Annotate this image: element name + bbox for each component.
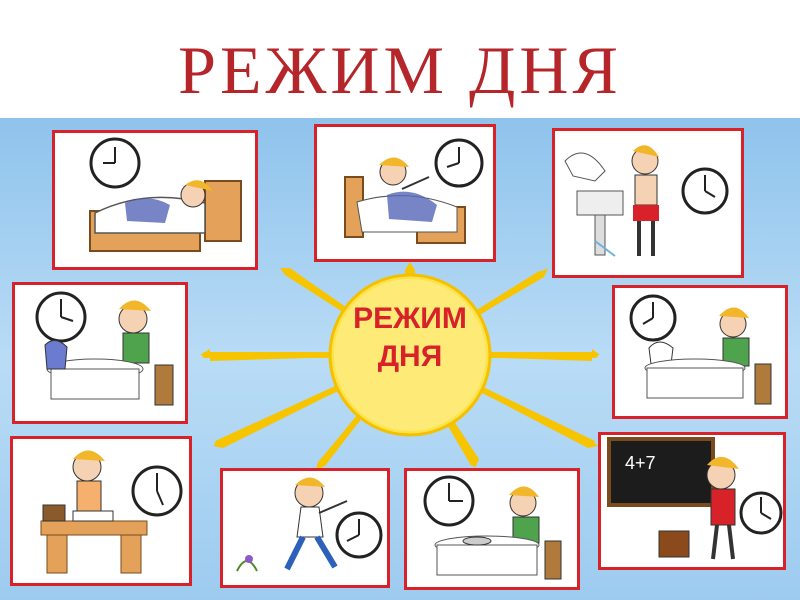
card-lunch [404, 468, 580, 590]
clock-icon [131, 465, 183, 517]
clock-icon [89, 137, 141, 189]
breakfast-illustration [35, 291, 174, 406]
clock-icon [629, 294, 677, 342]
school-lesson-illustration: 4+7 [607, 437, 783, 560]
card-tea-time [612, 285, 788, 419]
card-homework [10, 436, 192, 586]
desk-icon [40, 504, 148, 574]
tea-time-illustration [629, 294, 772, 405]
blackboard-icon: 4+7 [607, 437, 715, 507]
card-sleeping [52, 130, 258, 270]
clock-icon [35, 291, 87, 343]
card-washing [552, 128, 744, 278]
table-icon [44, 340, 144, 400]
flower-icon [236, 555, 258, 572]
table-icon [434, 535, 540, 576]
card-school-lesson: 4+7 [598, 432, 786, 570]
clock-icon [423, 475, 475, 527]
card-breakfast [12, 282, 188, 424]
washing-illustration [564, 145, 729, 257]
playing-outside-illustration [236, 477, 383, 572]
sink-icon [564, 152, 624, 257]
center-label-line2: ДНЯ [377, 340, 443, 373]
bed-icon [89, 180, 242, 252]
page-title: РЕЖИМ ДНЯ [178, 32, 622, 108]
waking-up-illustration [344, 138, 484, 244]
clock-icon [681, 167, 729, 215]
card-playing-outside [220, 468, 390, 588]
clock-icon [739, 491, 783, 535]
card-waking-up [314, 124, 496, 262]
blackboard-text: 4+7 [625, 453, 656, 473]
center-label: РЕЖИМ ДНЯ [330, 300, 490, 376]
sleeping-illustration [89, 137, 242, 252]
homework-illustration [40, 450, 183, 574]
center-label-line1: РЕЖИМ [353, 302, 467, 335]
bed-icon [344, 176, 466, 244]
clock-icon [434, 138, 484, 188]
clock-icon [335, 511, 383, 559]
lunch-illustration [423, 475, 562, 580]
